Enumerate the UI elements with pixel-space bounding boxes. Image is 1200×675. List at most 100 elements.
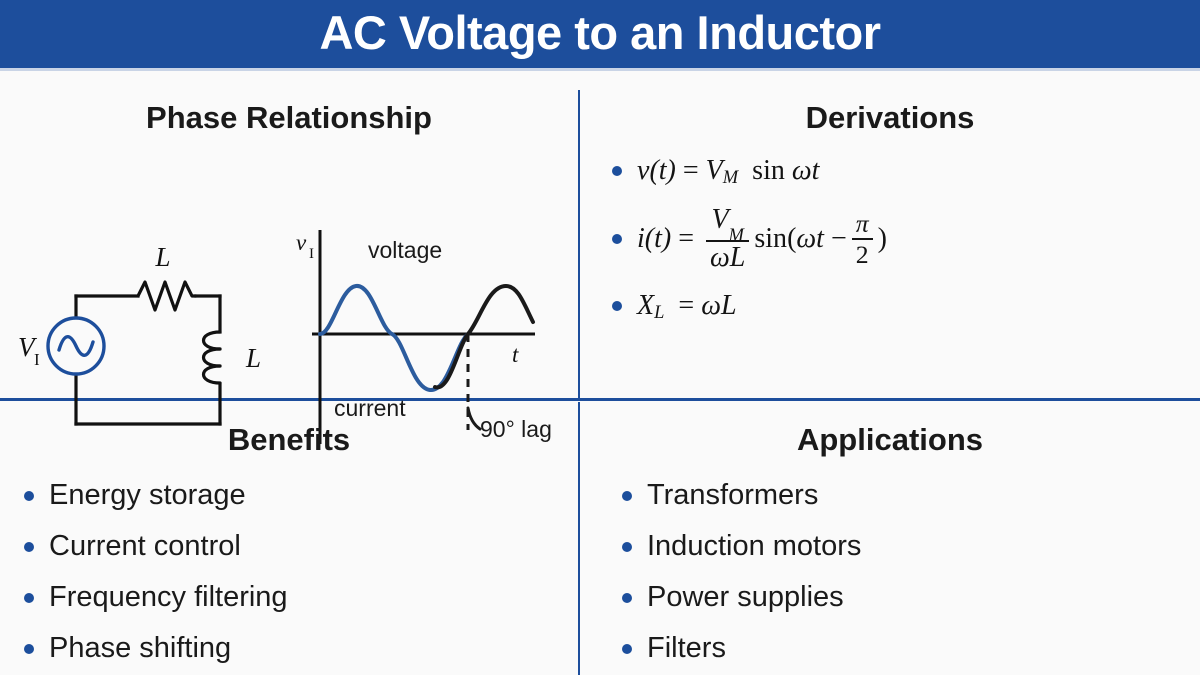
eq-open-paren: ( <box>787 222 797 254</box>
header-bar: AC Voltage to an Inductor <box>0 0 1200 68</box>
page-title: AC Voltage to an Inductor <box>319 5 881 59</box>
list-item: Frequency filtering <box>24 583 578 612</box>
current-label: current <box>334 395 406 421</box>
eq-L: L <box>729 242 746 273</box>
lag-arc-icon <box>466 406 482 431</box>
eq-t: t <box>816 222 824 254</box>
list-item-label: Phase shifting <box>49 632 232 664</box>
waveform-graph: v I t voltage current 90° lag <box>290 222 560 457</box>
eq-i-symbol: i <box>637 222 645 254</box>
eq-of-t: (t) <box>644 222 672 254</box>
vertical-divider-bottom <box>578 402 580 675</box>
inductor-coil-icon <box>201 330 222 385</box>
phase-relationship-title: Phase Relationship <box>146 100 432 135</box>
eq-v-symbol: v <box>637 155 650 186</box>
list-item-label: Energy storage <box>49 479 246 511</box>
applications-title: Applications <box>796 422 983 457</box>
fraction-bar <box>706 240 750 242</box>
horizontal-divider <box>0 398 1200 401</box>
bullet-icon <box>612 233 622 244</box>
eq-V-symbol: V <box>705 155 723 186</box>
panel-phase-relationship: Phase Relationship <box>0 74 578 444</box>
benefits-list: Energy storage Current control Frequency… <box>24 481 578 663</box>
lag-label: 90° lag <box>480 416 552 442</box>
eq-omega: ω <box>796 222 817 254</box>
bullet-icon <box>622 593 632 603</box>
circuit-source-label: V <box>18 332 38 362</box>
list-item-label: Current control <box>49 530 241 562</box>
fraction-denominator: 2 <box>852 240 873 268</box>
eq-V-symbol: V <box>711 204 729 235</box>
list-item-label: Induction motors <box>647 530 862 562</box>
fraction-bar <box>851 237 873 240</box>
panel-benefits: Benefits Energy storage Current control … <box>0 402 578 675</box>
eq-equals: = <box>682 155 699 186</box>
voltage-curve <box>318 284 470 392</box>
list-item: Filters <box>622 634 1200 663</box>
eq-t: t <box>811 155 820 186</box>
eq-sub-L: L <box>654 302 665 323</box>
list-item: Current control <box>24 532 578 561</box>
applications-list: Transformers Induction motors Power supp… <box>622 481 1200 663</box>
graph-y-sublabel: I <box>309 246 314 262</box>
inductor-zigzag-icon <box>136 280 198 312</box>
eq-pi: π <box>855 208 869 238</box>
bullet-icon <box>622 542 632 552</box>
phase-fraction: π 2 <box>851 210 873 268</box>
eq-sub-M: M <box>728 225 744 246</box>
fraction-numerator: π <box>852 210 873 238</box>
bullet-icon <box>612 166 622 176</box>
eq-L: L <box>720 290 737 322</box>
graph-y-label: v <box>296 230 307 255</box>
eq-X-symbol: X <box>637 290 655 322</box>
graph-x-label: t <box>512 342 519 367</box>
bullet-icon <box>622 491 632 501</box>
list-item-label: Filters <box>647 632 726 664</box>
header-underline <box>0 68 1200 71</box>
bullet-icon <box>622 644 632 654</box>
eq-close-paren: ) <box>877 222 887 254</box>
eq-of-t: (t) <box>649 155 676 186</box>
phase-figures: L L V I <box>0 224 578 469</box>
list-item-label: Power supplies <box>647 581 844 613</box>
bullet-icon <box>24 644 34 654</box>
list-item: Power supplies <box>622 583 1200 612</box>
bullet-icon <box>612 301 622 312</box>
list-item: Induction motors <box>622 532 1200 561</box>
circuit-source-sublabel: I <box>34 350 40 369</box>
eq-omega: ω <box>710 242 730 273</box>
current-curve <box>433 283 535 390</box>
circuit-diagram: L L V I <box>8 224 288 449</box>
bullet-icon <box>24 593 34 603</box>
list-item: Energy storage <box>24 481 578 510</box>
circuit-coil-label: L <box>245 343 261 373</box>
bullet-icon <box>24 542 34 552</box>
list-item: Phase shifting <box>24 634 578 663</box>
eq-sub-M: M <box>722 166 739 187</box>
list-item-label: Frequency filtering <box>49 581 288 613</box>
amplitude-fraction: VM ωL <box>706 204 750 273</box>
voltage-label: voltage <box>368 237 442 263</box>
list-item-label: Transformers <box>647 479 819 511</box>
bullet-icon <box>24 491 34 501</box>
ac-source-icon <box>46 316 106 376</box>
eq-omega: ω <box>791 155 812 186</box>
panel-applications: Applications Transformers Induction moto… <box>580 402 1200 675</box>
fraction-numerator: VM <box>707 204 748 245</box>
benefits-title: Benefits <box>227 422 351 457</box>
vertical-divider-top <box>578 90 580 400</box>
eq-equals: = <box>678 222 695 254</box>
circuit-top-label: L <box>154 242 170 272</box>
eq-two: 2 <box>855 239 869 269</box>
eq-sin: sin <box>754 222 788 254</box>
list-item: Transformers <box>622 481 1200 510</box>
